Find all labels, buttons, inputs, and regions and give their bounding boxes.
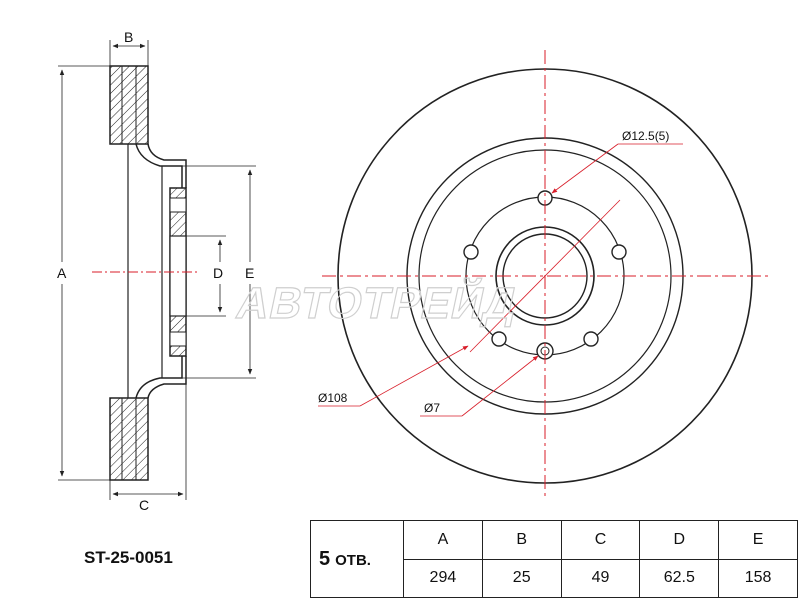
col-header-a: A xyxy=(403,520,483,560)
watermark-logo: АВТОТРЕЙД xyxy=(232,277,522,327)
pcd-label: Ø108 xyxy=(318,391,348,405)
dimension-b: B xyxy=(109,29,149,66)
dim-label-b: B xyxy=(124,29,133,45)
dimension-e: E xyxy=(182,165,256,379)
callout-pcd: Ø108 xyxy=(318,345,469,407)
col-header-e: E xyxy=(718,520,798,560)
dimension-a: A xyxy=(57,65,110,481)
dimension-d: D xyxy=(186,235,226,317)
dimension-c: C xyxy=(109,356,187,513)
col-header-b: B xyxy=(481,520,562,560)
value-c: 49 xyxy=(560,558,641,598)
value-a: 294 xyxy=(403,558,483,598)
dim-label-c: C xyxy=(139,497,149,513)
dim-label-e: E xyxy=(245,265,254,281)
part-number: ST-25-0051 xyxy=(84,548,173,567)
holes-label: ОТВ. xyxy=(335,551,371,569)
side-section-view xyxy=(92,65,200,481)
dim-label-d: D xyxy=(213,265,223,281)
bolt-hole-label: Ø12.5(5) xyxy=(622,129,669,143)
value-d: 62.5 xyxy=(639,558,720,598)
value-e: 158 xyxy=(718,558,798,598)
col-header-d: D xyxy=(639,520,720,560)
col-header-c: C xyxy=(560,520,641,560)
value-b: 25 xyxy=(481,558,562,598)
holes-count: 5 xyxy=(319,547,331,570)
small-hole-label: Ø7 xyxy=(424,401,440,415)
callout-small-hole: Ø7 xyxy=(420,355,539,417)
front-view xyxy=(322,50,770,500)
dim-label-a: A xyxy=(57,265,67,281)
table-value-row: 294 25 49 62.5 158 xyxy=(311,558,798,598)
callout-bolt-hole: Ø12.5(5) xyxy=(551,129,683,194)
